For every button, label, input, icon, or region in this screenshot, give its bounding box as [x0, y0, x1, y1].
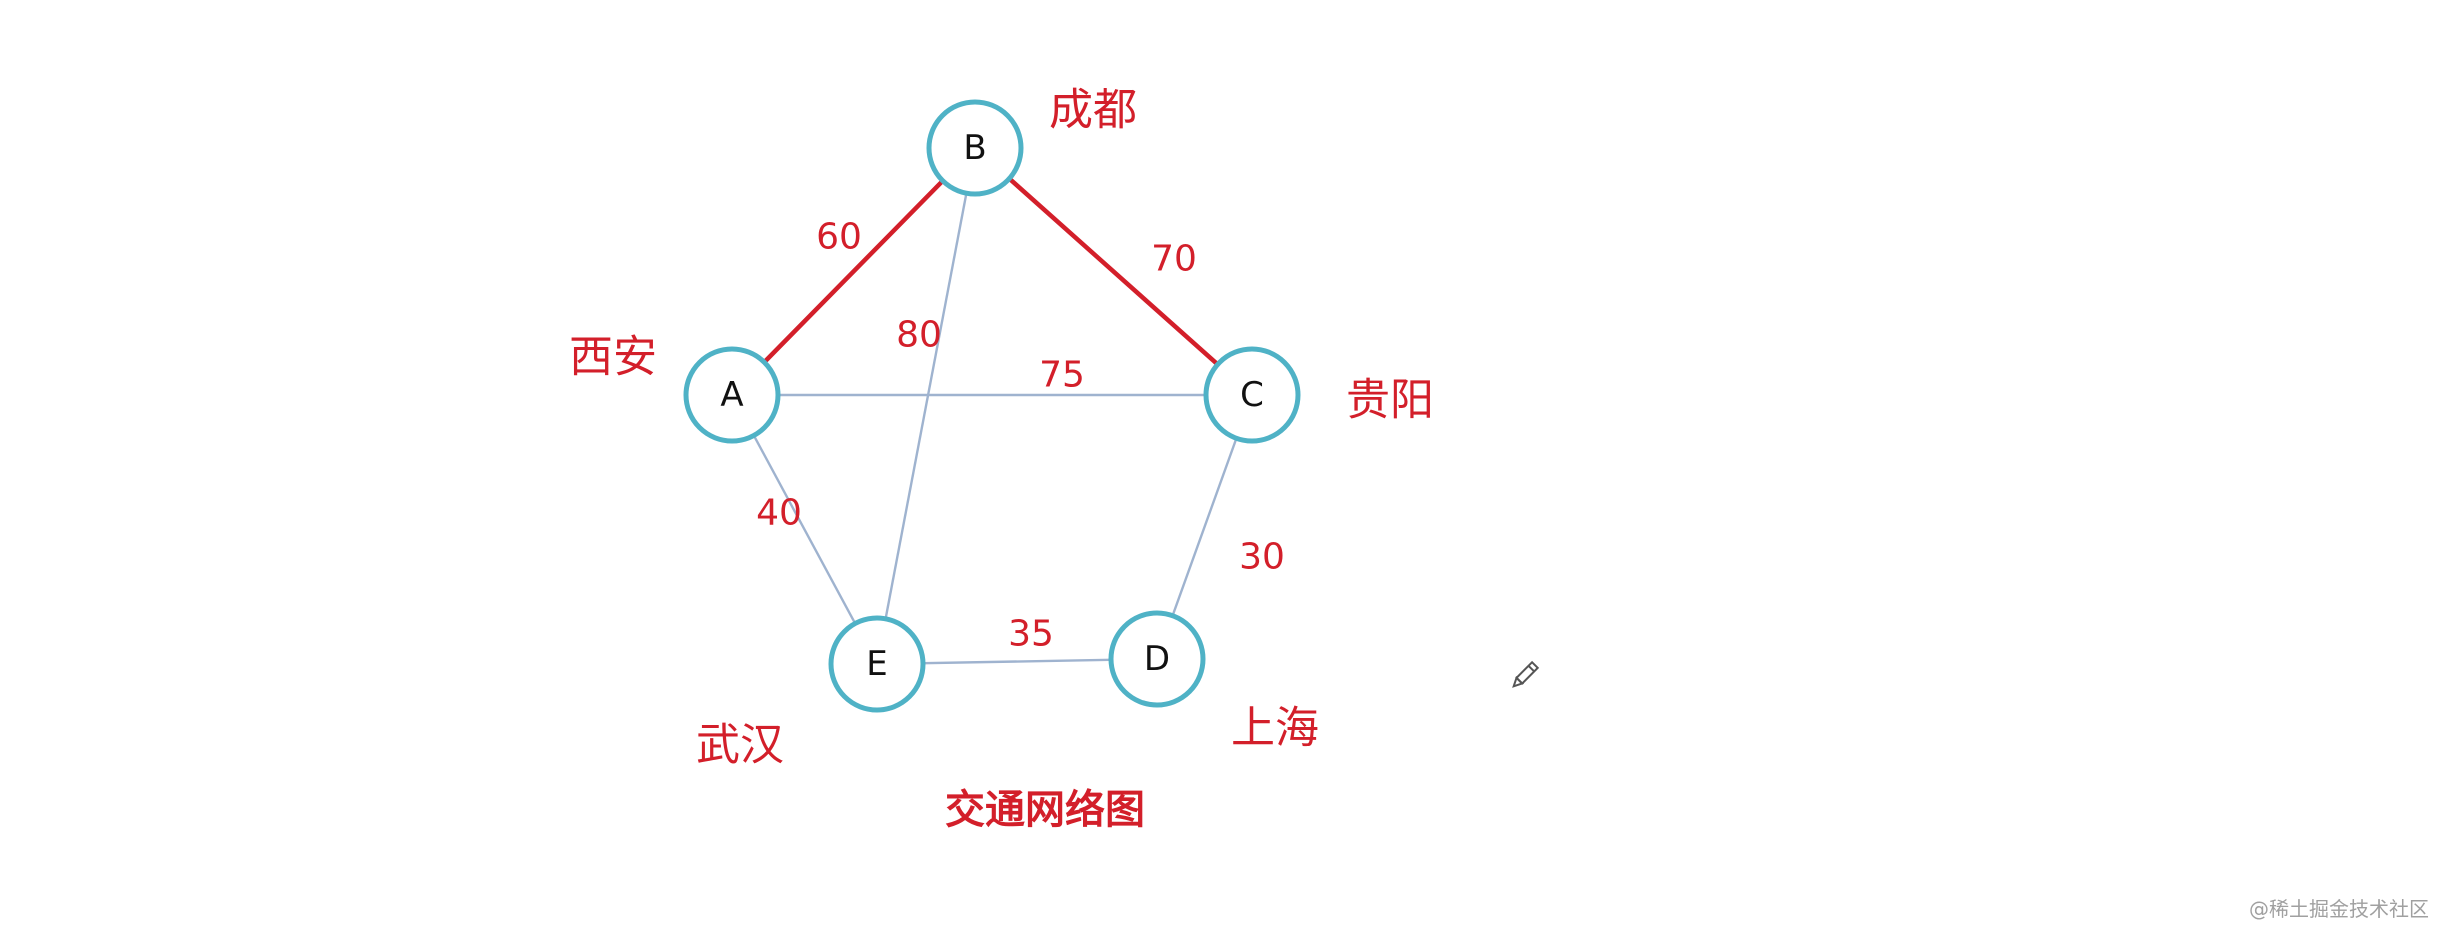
highlighted-edge-b-c [991, 162, 1236, 381]
node-circle-b [926, 99, 1024, 197]
edge-weight-a-e: 40 [756, 493, 802, 534]
node-circle-d [1108, 610, 1206, 708]
edge-weight-b-e: 80 [896, 315, 942, 356]
diagram-caption: 交通网络图 [945, 787, 1145, 833]
edge-b-e [875, 147, 977, 665]
nodes-layer: A B C D E [683, 99, 1301, 713]
node-b: B [926, 99, 1024, 197]
edge-weight-c-d: 30 [1239, 537, 1285, 578]
edge-weight-e-d: 35 [1008, 614, 1054, 655]
node-label-e: E [866, 644, 887, 684]
node-label-d: D [1144, 639, 1170, 679]
city-label-e: 武汉 [696, 720, 784, 771]
city-label-b: 成都 [1049, 85, 1137, 136]
edges-layer [730, 147, 1254, 666]
watermark-text: @稀土掘金技术社区 [2249, 897, 2429, 921]
node-circle-a [683, 346, 781, 444]
pencil-icon [1512, 660, 1540, 688]
node-label-a: A [720, 375, 743, 415]
edge-weight-b-c: 70 [1151, 239, 1197, 280]
edge-a-e [730, 394, 879, 665]
node-circle-c [1203, 346, 1301, 444]
edge-weight-a-c: 75 [1039, 355, 1085, 396]
city-label-c: 贵阳 [1346, 375, 1434, 426]
node-label-b: B [963, 128, 986, 168]
node-a: A [683, 346, 781, 444]
node-label-c: C [1240, 375, 1264, 415]
city-label-a: 西安 [569, 332, 657, 383]
edge-weight-a-b: 60 [816, 217, 862, 258]
highlighted-edge-a-b [747, 163, 960, 380]
node-d: D [1108, 610, 1206, 708]
city-label-d: 上海 [1231, 703, 1319, 754]
node-e: E [828, 615, 926, 713]
node-c: C [1203, 346, 1301, 444]
node-circle-e [828, 615, 926, 713]
highlight-edges-layer [747, 162, 1236, 381]
